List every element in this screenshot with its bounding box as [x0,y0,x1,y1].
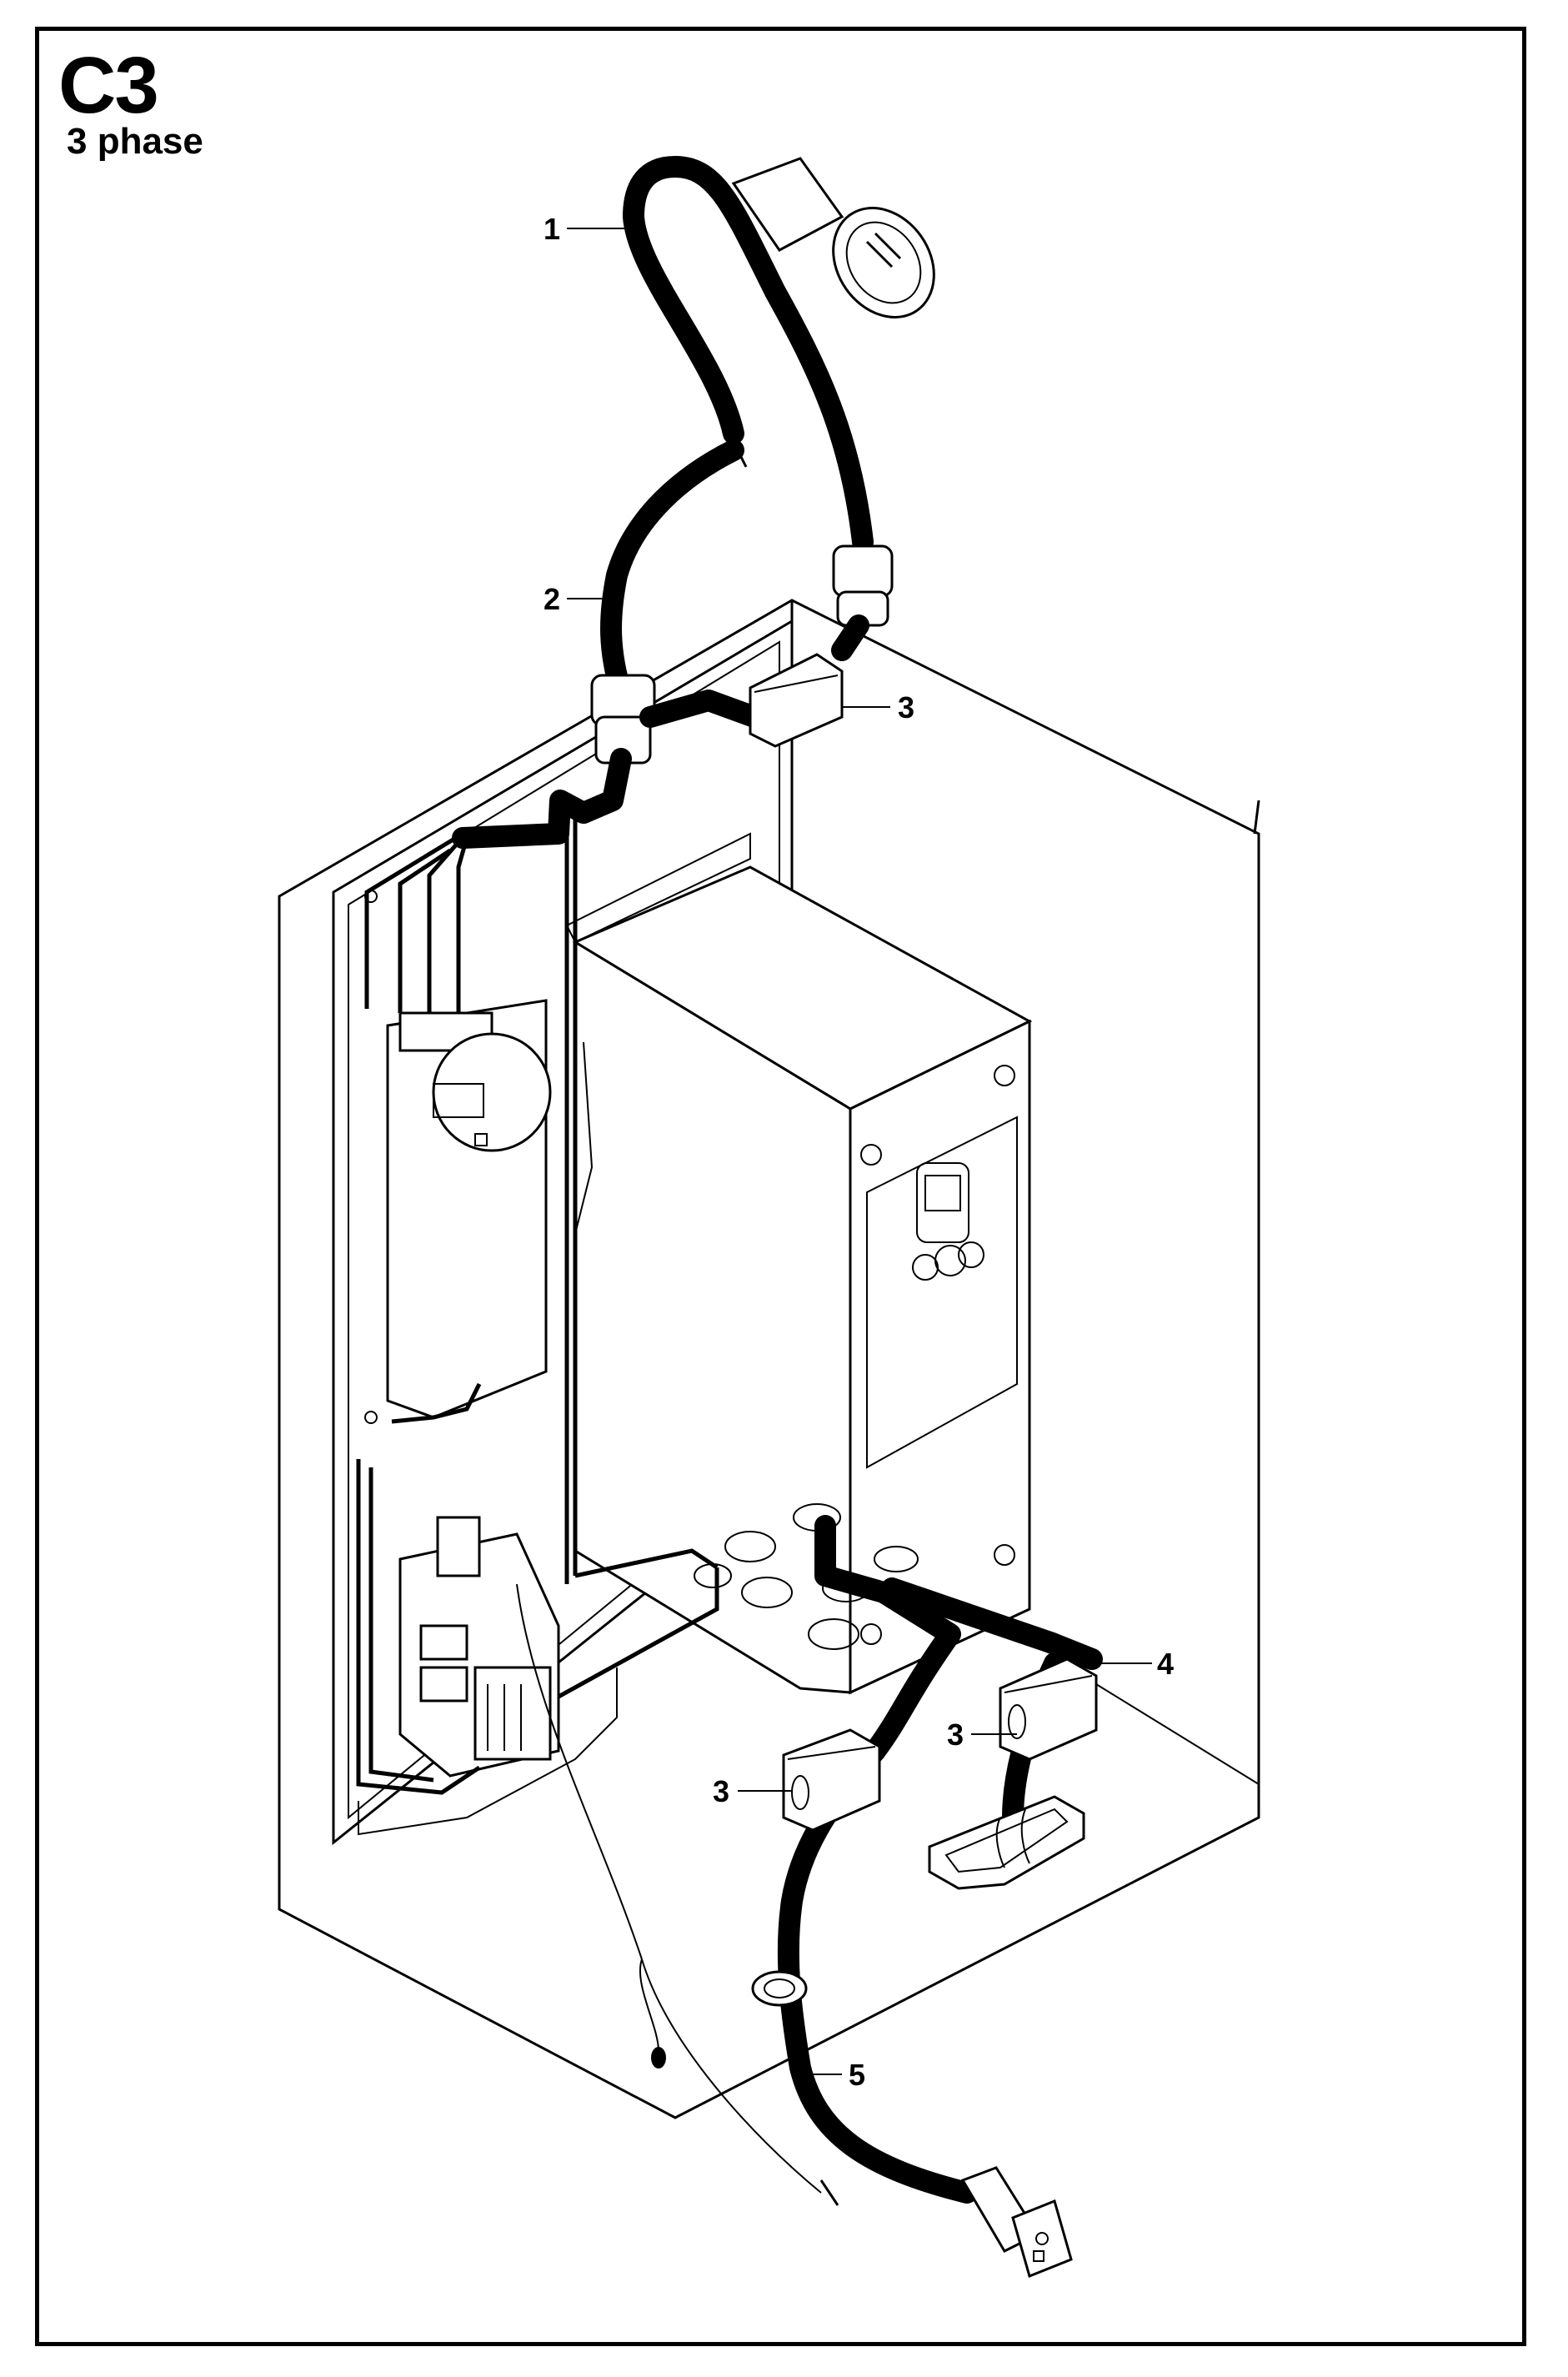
contactor-block [398,1516,560,1778]
hour-meter [386,999,552,1419]
callouts: 1 2 3 4 3 3 5 [544,212,1174,2092]
drawing-frame [35,27,1526,2346]
cable-1-power-plug [623,156,935,553]
ferrite-clamp-lower-right [999,1657,1098,1761]
frequency-inverter [565,832,1033,1695]
section-code: C3 [58,41,159,130]
cable-gland-top [832,544,894,627]
callout-1: 1 [544,212,560,246]
callout-2: 2 [544,582,560,616]
sensor-wire [516,1583,839,2206]
cable-2-supply [452,424,765,849]
gland-nut [751,1970,808,2007]
callout-3c: 3 [713,1774,729,1808]
section-subtitle: 3 phase [67,121,203,162]
ferrite-clamp-lower-left [782,1728,881,1832]
ferrite-clamp-top [749,614,869,748]
callout-3a: 3 [898,690,914,725]
cable-5-connector [960,2166,1073,2279]
connector-plate [928,1795,1085,1890]
callout-5: 5 [849,2058,865,2092]
callout-4: 4 [1157,1647,1174,1681]
callout-3b: 3 [947,1718,964,1752]
